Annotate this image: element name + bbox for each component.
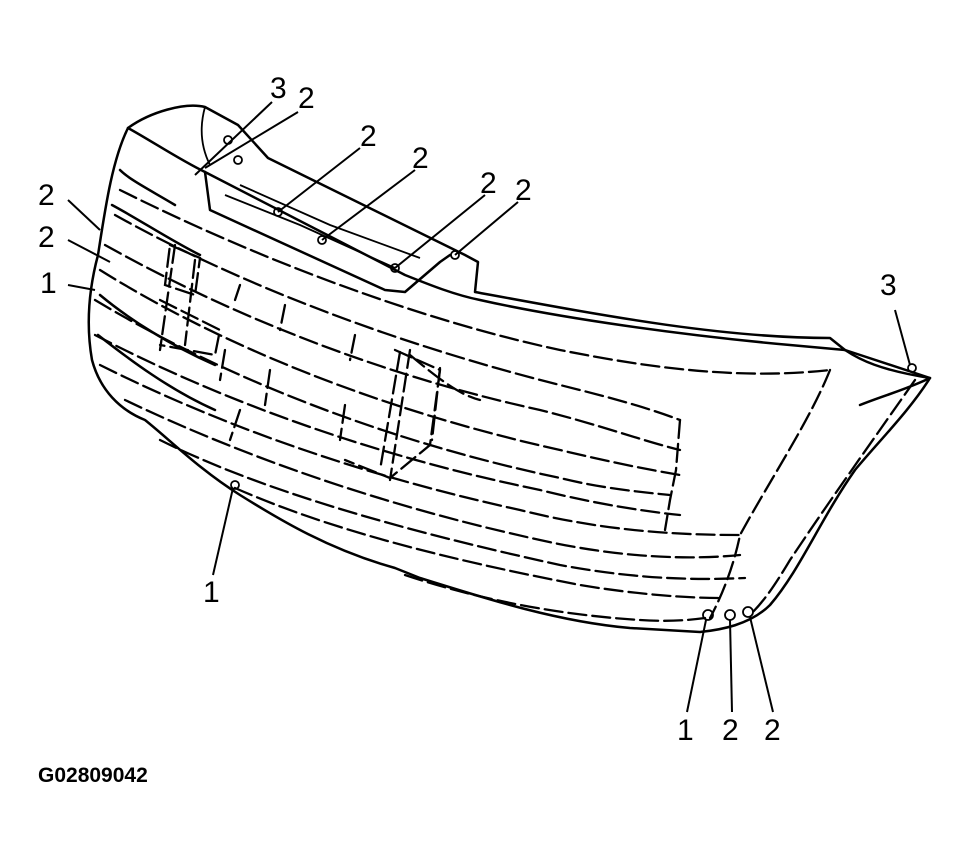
band-5	[93, 298, 672, 497]
callout-1-bottom-left: 1	[203, 576, 220, 609]
band-10	[233, 486, 722, 600]
band-6	[93, 333, 682, 517]
slat-9	[218, 348, 227, 382]
callout-1-bottom-right: 1	[677, 714, 694, 747]
leader-2-bottom-b	[749, 616, 774, 713]
grille-right-edge	[663, 418, 682, 532]
leader-2-top-b	[277, 147, 361, 213]
fastener-2-top-a	[233, 155, 243, 165]
fastener-2-top-d	[390, 263, 400, 273]
callout-2-top-c: 2	[412, 142, 429, 175]
left-ridge-4	[96, 333, 217, 412]
leader-2-bottom-a	[729, 619, 733, 713]
leader-1-bottom-right	[686, 619, 707, 713]
slat-5	[348, 333, 357, 362]
leader-2-top-e	[454, 201, 519, 256]
left-ridge-3	[98, 293, 217, 367]
band-7	[98, 363, 742, 537]
fascia-outline	[87, 104, 932, 634]
callout-2-bottom-b: 2	[764, 714, 781, 747]
fastener-2-bottom-a	[724, 609, 736, 621]
leader-2-top-c	[321, 169, 416, 241]
fastener-2-top-b	[273, 207, 283, 217]
leader-2-left-a	[67, 199, 101, 231]
slat-11	[338, 403, 347, 442]
right-end-edge	[843, 348, 932, 407]
grille-box-left	[163, 243, 202, 297]
right-end-vert-2	[748, 378, 917, 617]
fastener-1-bottom-right	[702, 609, 714, 621]
leader-2-top-d	[394, 194, 486, 269]
badge-diag-1	[343, 348, 442, 480]
upper-grille-inner	[224, 184, 421, 269]
band-4	[98, 268, 682, 477]
figure-id: G02809042	[38, 764, 148, 787]
fastener-3-right	[907, 363, 917, 373]
callout-2-top-d: 2	[480, 167, 497, 200]
callout-2-top-e: 2	[515, 174, 532, 207]
leader-1-left	[67, 284, 96, 291]
leader-3-top	[194, 101, 273, 176]
slat-12	[228, 408, 242, 442]
callout-2-top-a: 2	[298, 82, 315, 115]
band-11	[403, 573, 707, 622]
right-end-vert-1	[708, 368, 832, 620]
slat-6	[388, 348, 412, 482]
callout-2-top-b: 2	[360, 120, 377, 153]
band-9	[158, 438, 747, 581]
left-ridge-1	[118, 168, 177, 207]
slat-2	[183, 258, 197, 347]
band-1	[118, 188, 832, 375]
callout-2-left-a: 2	[38, 179, 55, 212]
fastener-2-top-e	[450, 250, 460, 260]
grille-box-left-2	[158, 298, 222, 357]
slat-4	[278, 303, 287, 332]
callout-3-right: 3	[880, 269, 897, 302]
leader-3-right	[894, 309, 911, 366]
slat-10	[263, 368, 272, 407]
fastener-2-top-c	[317, 235, 327, 245]
band-2	[113, 213, 682, 422]
leader-2-top-a	[204, 111, 299, 169]
band-8	[123, 398, 742, 559]
callout-3-top: 3	[270, 72, 287, 105]
slat-7	[378, 350, 402, 472]
leader-2-left-b	[67, 239, 111, 263]
fastener-1-bottom	[230, 480, 240, 490]
top-contour	[126, 126, 847, 352]
left-ridge-2	[110, 203, 202, 257]
badge-diag-2	[408, 353, 482, 402]
upper-grille-insert	[203, 170, 452, 294]
band-3	[103, 243, 682, 452]
callout-2-bottom-a: 2	[722, 714, 739, 747]
callout-1-left: 1	[40, 267, 57, 300]
fastener-2-bottom-b	[742, 606, 754, 618]
callout-2-left-b: 2	[38, 221, 55, 254]
slat-3	[233, 283, 242, 302]
slat-1	[158, 243, 177, 352]
leader-1-bottom-left	[212, 487, 234, 576]
top-contour-2	[200, 106, 211, 166]
